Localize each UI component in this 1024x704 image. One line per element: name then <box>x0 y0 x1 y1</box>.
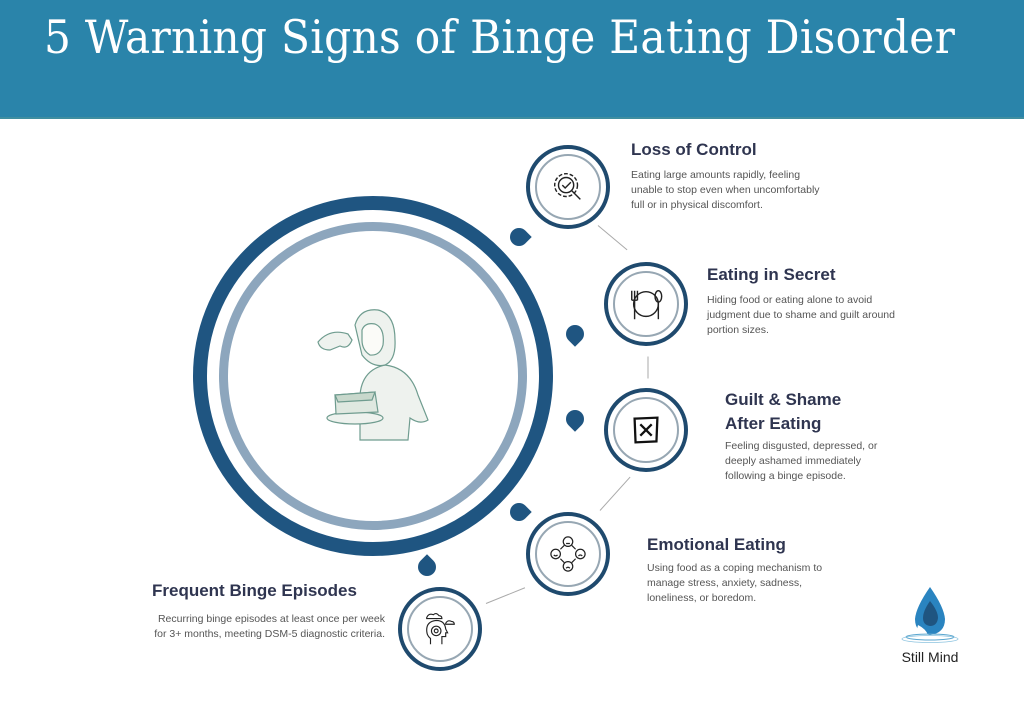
x-box-icon <box>633 416 659 444</box>
sign-desc-eating-in-secret: Hiding food or eating alone to avoid jud… <box>707 294 895 336</box>
sign-desc-loss-of-control: Eating large amounts rapidly, feeling un… <box>631 169 820 211</box>
droplet-marker-1 <box>506 224 532 250</box>
loss-of-control-icon-circle <box>526 145 610 229</box>
page-title: 5 Warning Signs of Binge Eating Disorder <box>44 10 956 64</box>
head-clouds-cycle-icon <box>426 612 455 645</box>
droplet-marker-4 <box>506 499 532 525</box>
sign-title-guilt-shame-line2: After Eating <box>725 414 822 433</box>
frequent-binge-icon-circle <box>398 587 482 671</box>
gear-checkmark-magnifier-icon <box>553 172 581 200</box>
logo-text: Still Mind <box>901 649 959 665</box>
still-mind-logo: Still Mind <box>885 585 975 675</box>
sign-title-emotional-eating: Emotional Eating <box>647 535 786 554</box>
sign-desc-emotional-eating: Using food as a coping mechanism to mana… <box>647 562 823 604</box>
connector-line <box>647 356 649 379</box>
sign-desc-frequent-binge: Recurring binge episodes at least once p… <box>154 613 385 640</box>
sign-title-loss-of-control: Loss of Control <box>631 140 757 159</box>
emotional-eating-icon-circle <box>526 512 610 596</box>
connector-line <box>485 587 526 604</box>
sign-title-eating-in-secret: Eating in Secret <box>707 265 836 284</box>
emotion-faces-icon <box>550 536 586 572</box>
eating-in-secret-icon-circle <box>604 262 688 346</box>
header-banner: 5 Warning Signs of Binge Eating Disorder <box>0 0 1024 119</box>
woman-eating-cake-illustration <box>317 309 429 441</box>
sign-title-guilt-shame-line1: Guilt & Shame <box>725 390 842 409</box>
droplet-marker-3 <box>562 406 588 432</box>
water-drop-logo-icon <box>901 587 959 643</box>
center-inner-ring <box>219 222 527 530</box>
sign-title-frequent-binge: Frequent Binge Episodes <box>152 581 357 600</box>
connector-line <box>599 476 631 511</box>
sign-desc-guilt-shame: Feeling disgusted, depressed, or deeply … <box>725 440 878 482</box>
connector-line <box>597 225 628 251</box>
plate-fork-spoon-icon <box>631 289 663 320</box>
droplet-marker-5 <box>414 554 440 580</box>
droplet-marker-2 <box>562 321 588 347</box>
guilt-shame-icon-circle <box>604 388 688 472</box>
